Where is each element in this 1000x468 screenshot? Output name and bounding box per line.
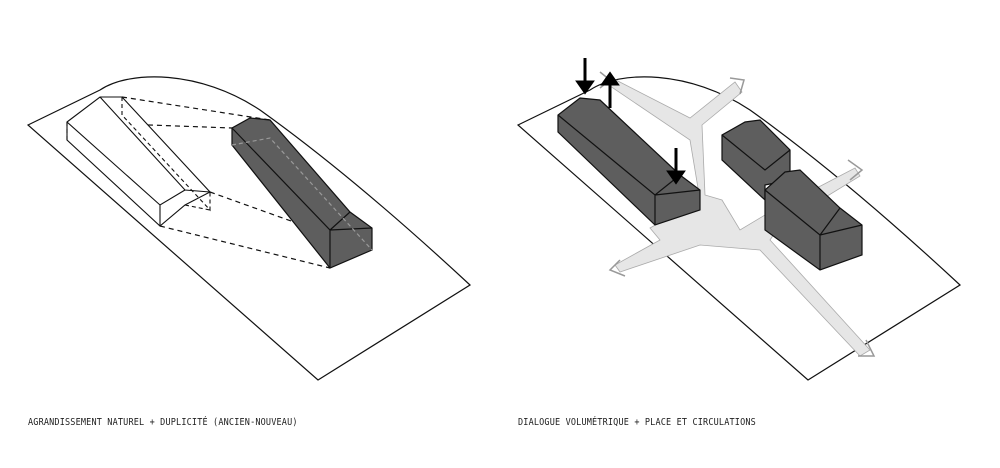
arrow-icon [729, 77, 745, 95]
new-building-volume [231, 117, 373, 269]
vertical-arrows [575, 58, 686, 185]
arrow-icon [847, 159, 864, 181]
building-volume-right [721, 119, 863, 271]
arrow-down-icon [666, 170, 686, 185]
arrow-icon [608, 259, 626, 277]
arrow-icon [858, 339, 876, 357]
left-diagram [26, 76, 471, 381]
arrow-down-icon [575, 80, 595, 95]
caption-right: DIALOGUE VOLUMÉTRIQUE + PLACE ET CIRCULA… [518, 417, 756, 428]
building-volume-left [557, 97, 701, 226]
right-diagram [516, 58, 961, 381]
arrow-up-icon [600, 71, 620, 86]
caption-left: AGRANDISSEMENT NATUREL + DUPLICITÉ (ANCI… [28, 417, 298, 428]
circulation-arrows [599, 71, 876, 357]
existing-building-wireframe [66, 96, 211, 227]
plaza-and-circulations [609, 77, 871, 357]
